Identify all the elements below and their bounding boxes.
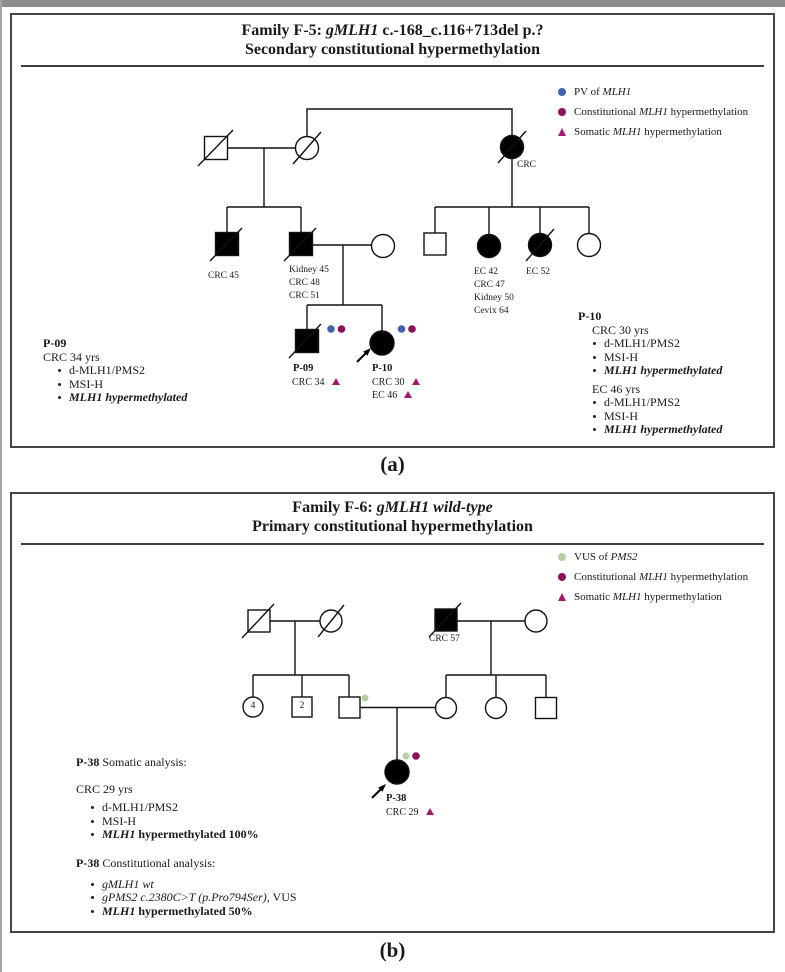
figure-edge-left: [0, 0, 2, 972]
pedigree-a-markers: [327, 325, 416, 363]
info-block-p38-constitutional: P-38 Constitutional analysis: gMLH1 wt g…: [76, 856, 297, 918]
person-a-P10-female-affected-proband: [369, 330, 395, 356]
person-b-II6-male: [534, 696, 558, 720]
info-block-p10: P-10 CRC 30 yrs d-MLH1/PMS2 MSI-H MLH1 h…: [578, 309, 723, 436]
pedigree-a-lines: [226, 108, 590, 331]
pv-dot-icon: [558, 88, 566, 96]
person-b-II3-male: [338, 696, 361, 719]
person-b-I4-female: [524, 609, 548, 633]
deceased-slash: [288, 323, 322, 359]
person-b-II4-female: [434, 696, 458, 720]
deceased-slash: [497, 130, 527, 164]
sibling-count-II1: 4: [250, 701, 256, 711]
deceased-slash: [197, 129, 234, 167]
panel-a-title-rule: [21, 65, 764, 67]
title-prefix: Family F-5:: [241, 22, 326, 39]
pedigree-b-lines: [252, 620, 547, 760]
person-a-II4-male: [423, 232, 447, 256]
legend-text: VUS of PMS2: [574, 551, 638, 563]
pedigree-a-persons: [197, 129, 602, 359]
proband-arrow-icon: [356, 348, 371, 363]
vus-dot-icon: [558, 553, 566, 561]
somatic-triangle-icon: [411, 378, 420, 385]
somatic-triangle-icon: [331, 378, 340, 385]
proband-arrow-icon: [371, 784, 386, 799]
deceased-slash: [428, 602, 462, 638]
legend-text: Constitutional MLH1 hypermethylation: [574, 106, 749, 118]
info-block-p09: P-09 CRC 34 yrs d-MLH1/PMS2 MSI-H MLH1 h…: [43, 336, 188, 404]
legend-item-somatic: Somatic MLH1 hypermethylation: [558, 589, 722, 605]
somatic-triangle-icon: [558, 593, 566, 601]
pedigree-b: [241, 602, 558, 799]
pv-dot-icon: [397, 325, 406, 333]
person-label-II6: EC 52: [526, 267, 551, 277]
constitutional-dot-icon: [558, 108, 566, 116]
pedigree-b-markers: [361, 694, 420, 799]
constitutional-dot-icon: [558, 573, 566, 581]
panel-b-title-line1: Family F-6: gMLH1 wild-type: [12, 498, 773, 517]
panel-b-title-line2: Primary constitutional hypermethylation: [252, 518, 533, 535]
legend-item-somatic: Somatic MLH1 hypermethylation: [558, 124, 722, 140]
pedigree-a: [197, 108, 602, 363]
panel-a-title-line2: Secondary constitutional hypermethylatio…: [244, 41, 541, 58]
sibling-count-II2: 2: [299, 701, 305, 711]
legend-item-constitutional: Constitutional MLH1 hypermethylation: [558, 104, 748, 120]
pv-dot-icon: [327, 325, 335, 333]
deceased-slash: [209, 227, 243, 262]
person-b-P38-female-affected-proband: [384, 759, 410, 785]
panel-a-title-line1: Family F-5: gMLH1 c.-168_c.116+713del p.…: [12, 21, 773, 40]
pedigree-b-persons: [241, 602, 558, 785]
person-a-P09-male-affected-deceased: [294, 328, 320, 354]
person-label-II1: CRC 45: [208, 271, 239, 281]
proband-dx1-p10: CRC 30: [372, 377, 420, 388]
proband-dx-p09: CRC 34: [292, 377, 340, 388]
deceased-slash: [292, 131, 322, 165]
deceased-slash: [283, 227, 317, 262]
person-a-II3-female: [370, 233, 396, 259]
constitutional-dot-icon: [337, 325, 346, 333]
title-gene: gMLH1 wild-type: [376, 499, 493, 516]
panel-b-title-rule: [21, 543, 764, 545]
somatic-triangle-icon: [558, 128, 566, 136]
deceased-slash: [525, 228, 555, 262]
legend-item-constitutional: Constitutional MLH1 hypermethylation: [558, 569, 748, 585]
person-b-II1-female-multiple: [242, 696, 264, 718]
legend-item-vus: VUS of PMS2: [558, 549, 638, 565]
panel-a-family-f5: Family F-5: gMLH1 c.-168_c.116+713del p.…: [10, 13, 775, 448]
legend-text: Somatic MLH1 hypermethylation: [574, 591, 722, 603]
legend-text: Constitutional MLH1 hypermethylation: [574, 571, 749, 583]
somatic-triangle-icon: [425, 808, 434, 815]
panel-b-family-f6: Family F-6: gMLH1 wild-type Primary cons…: [10, 492, 775, 933]
deceased-slash: [317, 604, 345, 638]
person-b-II5-female: [484, 696, 508, 720]
constitutional-dot-icon: [412, 752, 420, 760]
legend-text: Somatic MLH1 hypermethylation: [574, 126, 722, 138]
title-gene: gMLH1: [325, 22, 379, 39]
title-prefix: Family F-6:: [292, 499, 377, 516]
person-a-II7-female: [576, 232, 602, 258]
deceased-slash: [241, 603, 275, 639]
proband-dx2-p10: EC 46: [372, 390, 413, 401]
vus-dot-icon: [361, 694, 369, 702]
person-a-II5-female-affected: [476, 233, 502, 259]
vus-dot-icon: [402, 752, 410, 760]
info-block-p38-somatic: P-38 Somatic analysis: CRC 29 yrs d-MLH1…: [76, 755, 259, 841]
person-label-I3: CRC 57: [429, 634, 460, 644]
proband-name-p10: P-10: [372, 363, 393, 374]
somatic-triangle-icon: [404, 391, 413, 398]
proband-name-p09: P-09: [293, 363, 314, 374]
legend-text: PV of MLH1: [574, 86, 632, 98]
constitutional-dot-icon: [408, 325, 416, 333]
legend-item-pv: PV of MLH1: [558, 84, 631, 100]
person-b-II2-male-multiple: [291, 696, 313, 718]
person-label-I3: CRC: [517, 160, 537, 170]
figure-edge-top: [0, 0, 785, 7]
caption-a: (a): [380, 452, 405, 476]
caption-b: (b): [379, 938, 406, 962]
proband-dx-p38: CRC 29: [386, 807, 434, 818]
title-suffix: c.-168_c.116+713del p.?: [378, 22, 544, 39]
proband-name-p38: P-38: [386, 793, 407, 804]
